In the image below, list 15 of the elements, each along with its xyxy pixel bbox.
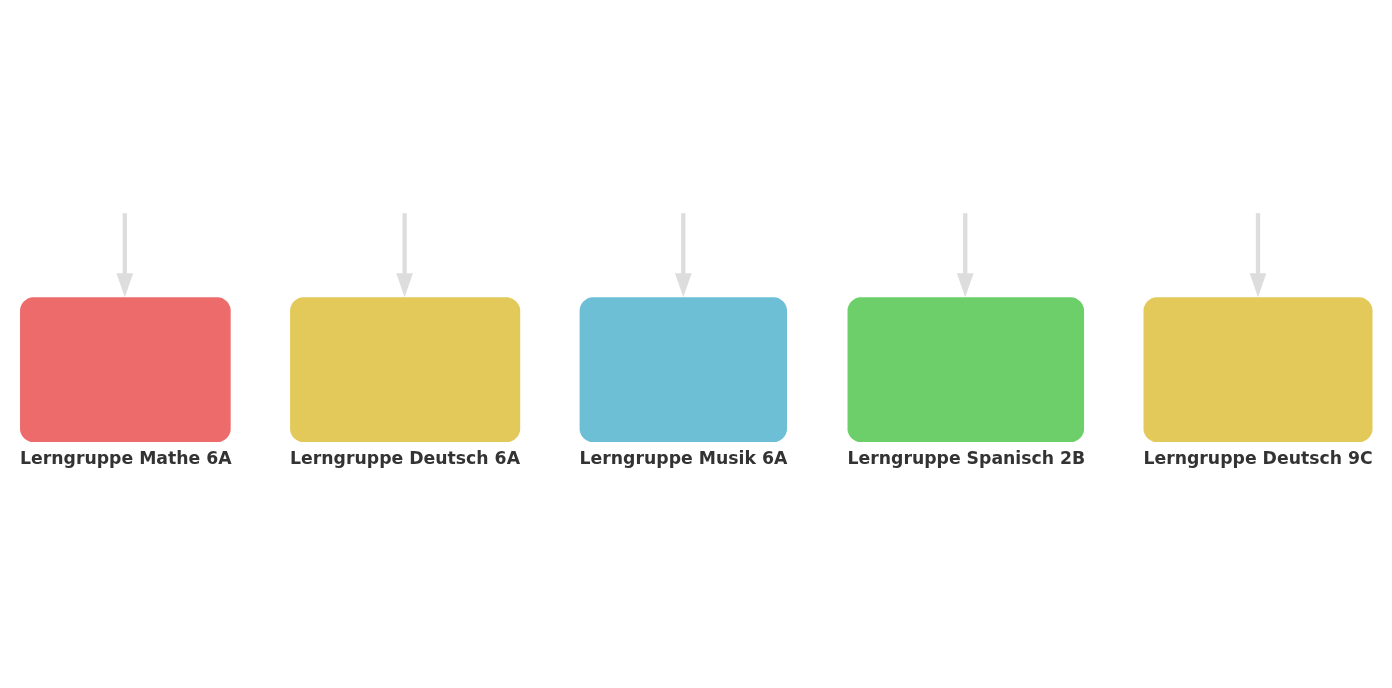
node-label: Lerngruppe Deutsch 9C	[1143, 447, 1373, 467]
node-label: Lerngruppe Spanisch 2B	[847, 447, 1086, 467]
arrow	[1249, 212, 1267, 297]
node-box	[1143, 296, 1373, 442]
node-label: Lerngruppe Musik 6A	[579, 447, 788, 467]
node-box	[579, 296, 787, 442]
node-box	[290, 296, 521, 442]
arrow	[396, 212, 413, 297]
node-label: Lerngruppe Mathe 6A	[20, 447, 232, 467]
arrow	[956, 212, 974, 297]
arrow	[674, 212, 692, 297]
node-box	[847, 296, 1085, 442]
node-box	[20, 296, 231, 442]
arrow	[116, 212, 134, 297]
node-label: Lerngruppe Deutsch 6A	[290, 447, 520, 467]
